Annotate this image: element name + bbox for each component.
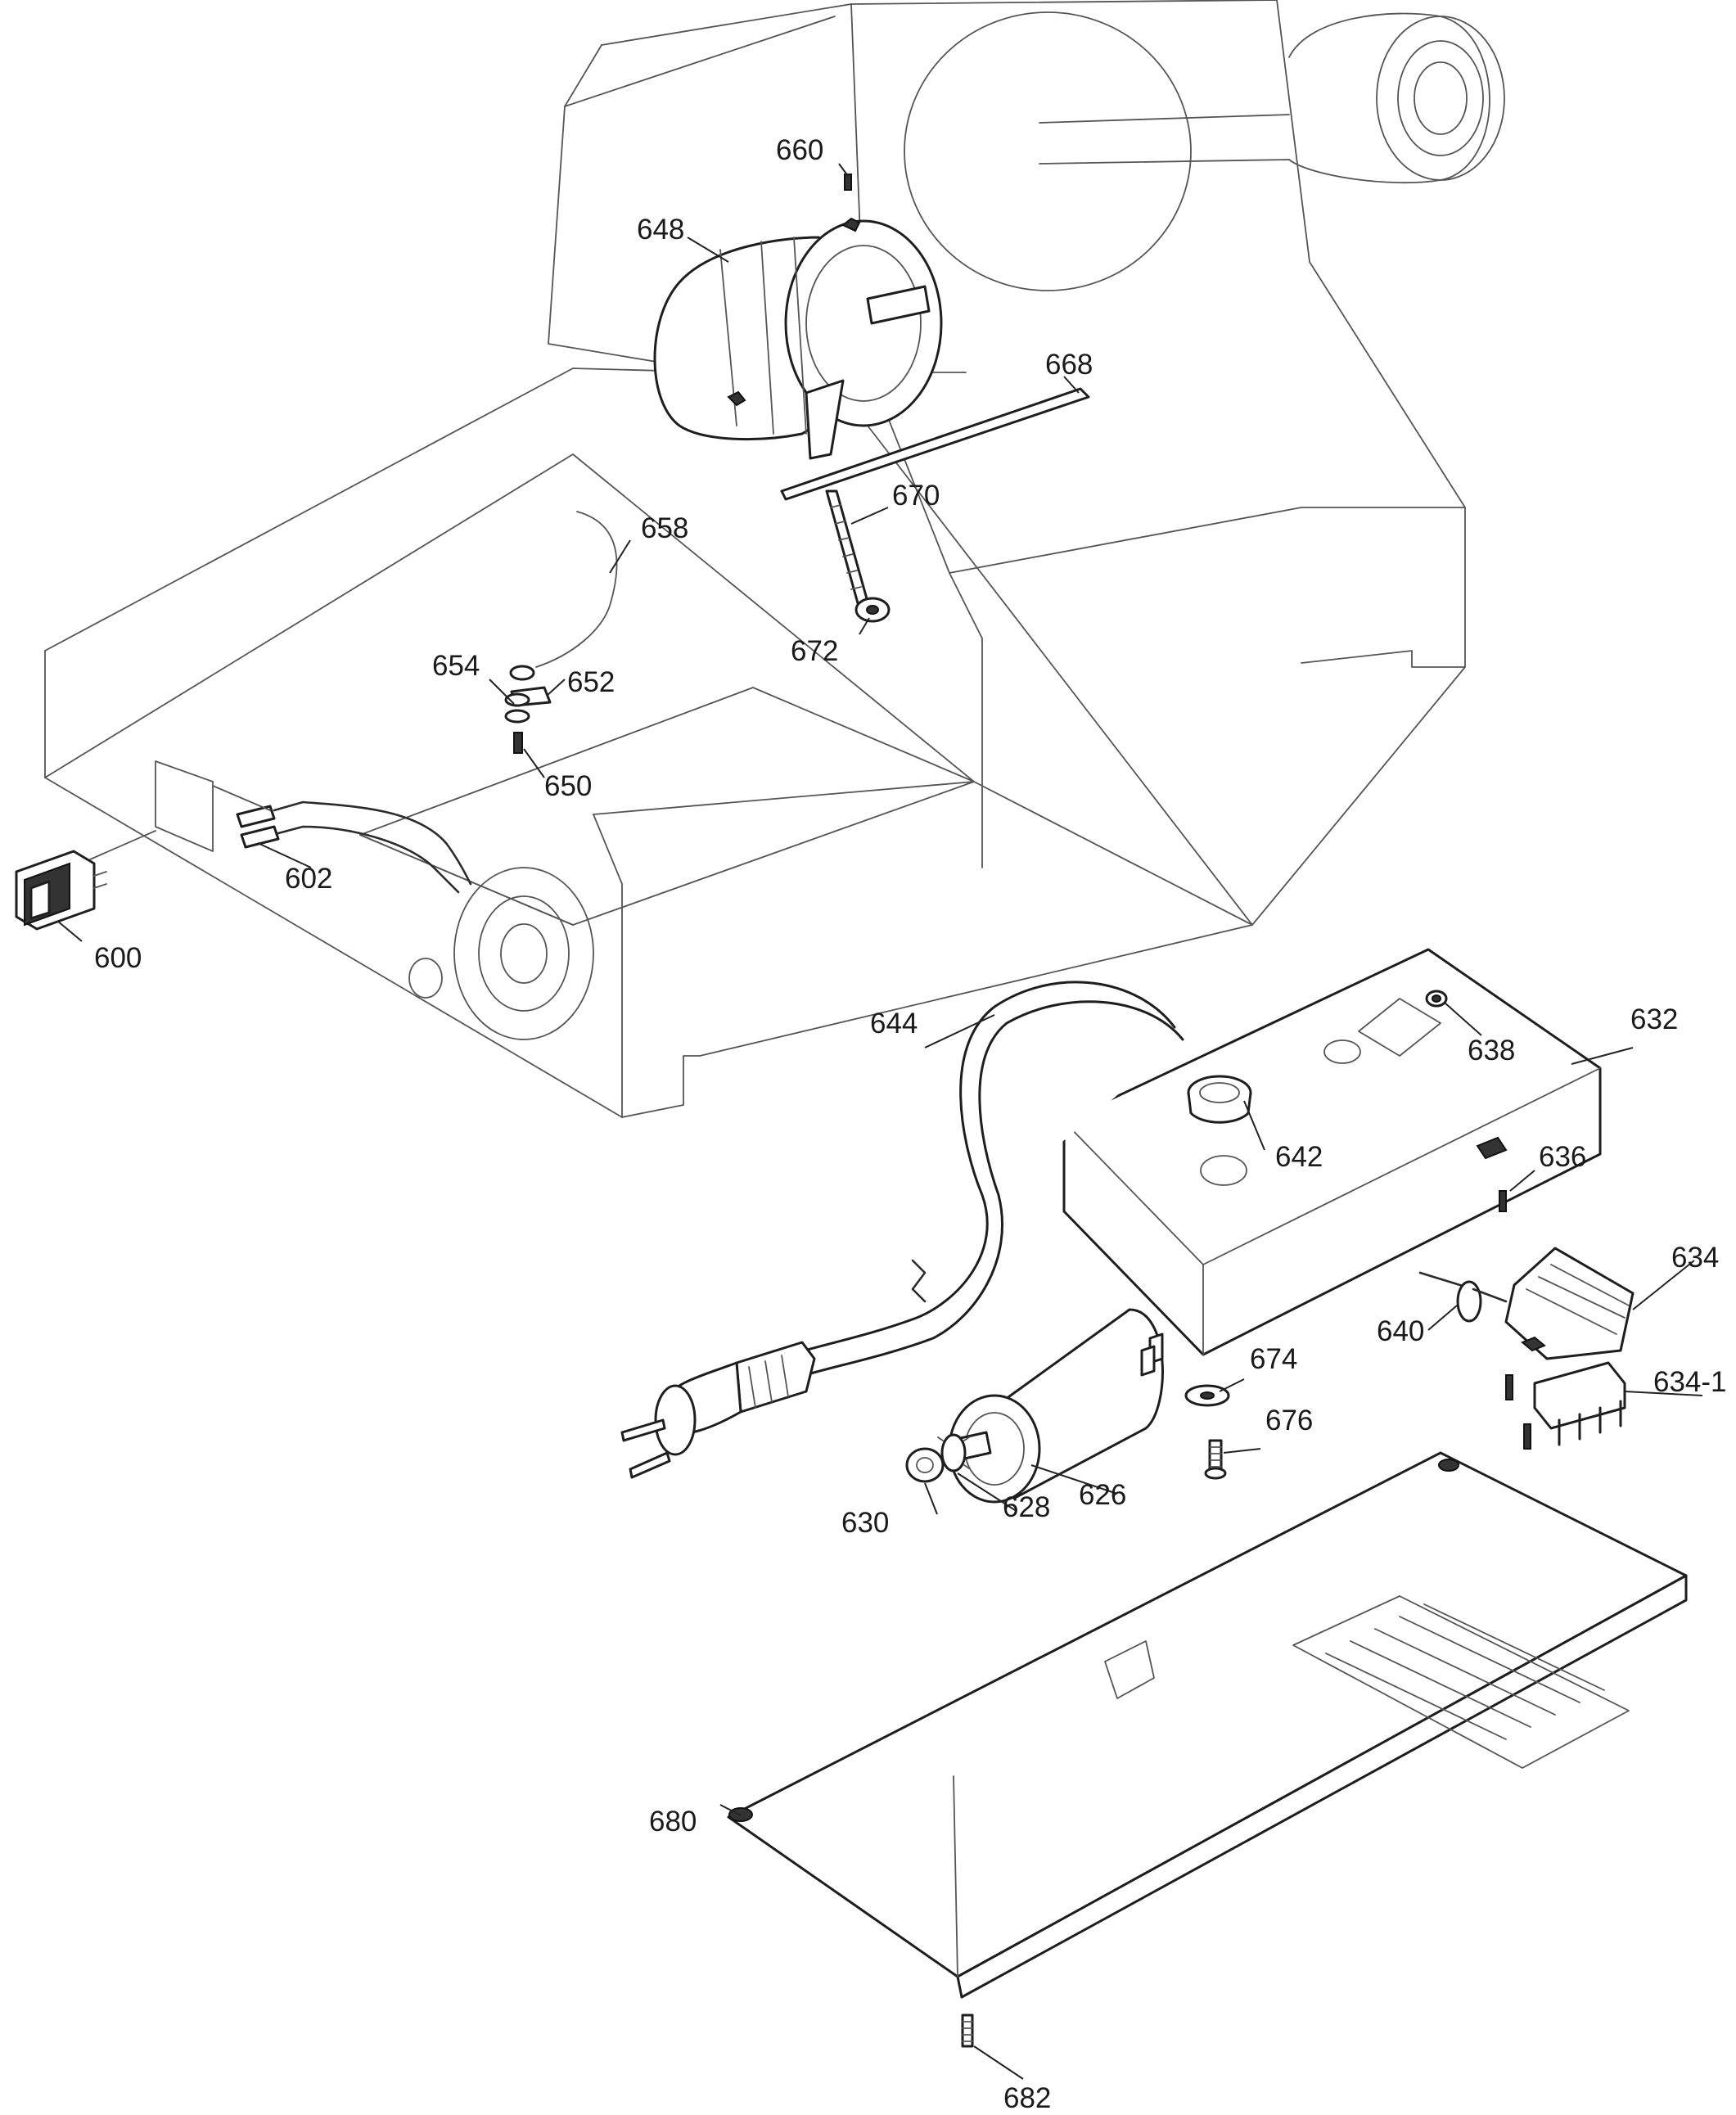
washer-654 bbox=[504, 692, 530, 724]
nut-638 bbox=[1425, 990, 1448, 1008]
callout-602: 602 bbox=[285, 863, 332, 895]
screw-650 bbox=[513, 732, 523, 754]
callout-636: 636 bbox=[1539, 1141, 1586, 1173]
circuit-board-634 bbox=[1504, 1247, 1635, 1400]
screw-636 bbox=[1499, 1190, 1507, 1212]
callout-682: 682 bbox=[1003, 2082, 1051, 2114]
nut-672 bbox=[854, 597, 891, 623]
lock-washer-628 bbox=[937, 1433, 970, 1472]
callout-672: 672 bbox=[791, 635, 838, 667]
terminal-block-634-1 bbox=[1523, 1361, 1626, 1450]
callout-670: 670 bbox=[892, 480, 940, 512]
rocker-switch-600 bbox=[15, 830, 156, 931]
callout-630: 630 bbox=[841, 1507, 889, 1539]
callout-680: 680 bbox=[649, 1806, 697, 1838]
power-cord-644 bbox=[760, 981, 1184, 1389]
nut-630 bbox=[905, 1447, 945, 1483]
callout-628: 628 bbox=[1003, 1491, 1050, 1523]
callout-668: 668 bbox=[1045, 349, 1093, 381]
screw-660 bbox=[844, 174, 852, 191]
control-box-632 bbox=[1062, 948, 1602, 1356]
callout-648: 648 bbox=[637, 214, 684, 246]
callout-660: 660 bbox=[776, 134, 823, 166]
callout-652: 652 bbox=[567, 666, 615, 698]
cable-grommet-640 bbox=[1418, 1271, 1508, 1323]
grommet-642 bbox=[1187, 1075, 1252, 1124]
rod-668 bbox=[780, 387, 1090, 501]
screw-682 bbox=[961, 2014, 974, 2048]
callout-650: 650 bbox=[544, 770, 592, 802]
washer-674 bbox=[1184, 1384, 1230, 1407]
switch-wiring-602 bbox=[212, 785, 472, 894]
capacitor-626 bbox=[948, 1308, 1164, 1504]
earth-wire-658 bbox=[509, 511, 618, 681]
callout-676: 676 bbox=[1265, 1405, 1313, 1436]
callouts: 600 602 626 628 630 632 634 634-1 636 63… bbox=[94, 134, 1727, 2114]
mains-plug bbox=[620, 1341, 816, 1479]
callout-600: 600 bbox=[94, 942, 142, 974]
callout-638: 638 bbox=[1468, 1035, 1515, 1067]
motor-648 bbox=[653, 217, 943, 460]
callout-674: 674 bbox=[1250, 1343, 1297, 1375]
callout-654: 654 bbox=[432, 650, 480, 682]
callout-642: 642 bbox=[1275, 1141, 1323, 1173]
callout-658: 658 bbox=[641, 512, 688, 544]
bolt-670 bbox=[825, 489, 869, 605]
leader-lines bbox=[56, 163, 1703, 2080]
callout-626: 626 bbox=[1079, 1479, 1126, 1511]
callout-634-1: 634-1 bbox=[1653, 1366, 1727, 1398]
callout-644: 644 bbox=[870, 1008, 918, 1039]
base-plate-680 bbox=[727, 1451, 1688, 1999]
callout-634: 634 bbox=[1671, 1242, 1719, 1274]
screw-676 bbox=[1204, 1439, 1227, 1480]
callout-632: 632 bbox=[1630, 1003, 1678, 1035]
callout-640: 640 bbox=[1377, 1315, 1424, 1347]
machine-base bbox=[44, 0, 1505, 1118]
